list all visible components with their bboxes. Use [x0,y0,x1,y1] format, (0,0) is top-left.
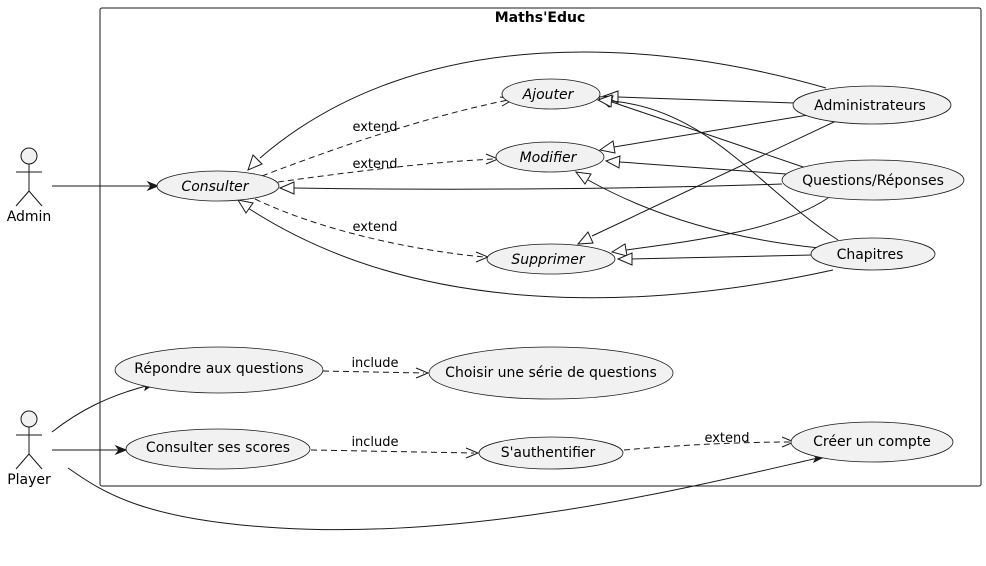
svg-text:S'authentifier: S'authentifier [501,445,596,461]
usecase-questions-reponses: Questions/Réponses [781,159,965,201]
include-repondre-choisir [322,367,430,379]
gen-chapitres-consulter [236,199,834,299]
svg-text:Modifier: Modifier [520,150,578,166]
gen-administrateurs-consulter [247,51,827,171]
gen-questions-consulter [278,181,783,195]
include-label-choisir: include [351,356,398,371]
assoc-player-repondre [51,381,156,433]
actor-admin-label: Admin [7,209,52,225]
usecase-ajouter: Ajouter [501,78,601,110]
svg-text:Répondre aux questions: Répondre aux questions [134,361,303,377]
gen-administrateurs-modifier [598,114,809,154]
svg-text:Ajouter: Ajouter [522,87,575,103]
system-title: Maths'Educ [495,10,586,26]
usecase-authentifier: S'authentifier [478,436,624,470]
gen-questions-modifier [604,155,787,175]
svg-text:Choisir une série de questions: Choisir une série de questions [445,365,657,381]
assoc-admin-consulter [52,180,160,192]
include-label-authentifier: include [351,435,398,450]
usecase-modifier: Modifier [495,141,605,173]
system-boundary [99,7,982,487]
gen-administrateurs-ajouter [602,90,795,104]
usecase-choisir: Choisir une série de questions [428,346,674,400]
extend-label-ajouter: extend [352,120,397,135]
usecase-consulter: Consulter [156,170,280,202]
gen-chapitres-modifier [574,171,821,249]
svg-text:Créer un compte: Créer un compte [813,434,931,450]
gen-administrateurs-supprimer [576,120,837,245]
actor-player [15,410,43,470]
svg-text:Questions/Réponses: Questions/Réponses [802,173,944,189]
usecase-creer-compte: Créer un compte [790,421,954,463]
svg-text:Supprimer: Supprimer [511,252,585,268]
actor-player-label: Player [7,472,51,488]
gen-questions-supprimer [610,197,829,257]
include-scores-authentifier [310,447,480,459]
assoc-player-scores [52,444,128,456]
svg-text:Administrateurs: Administrateurs [814,98,926,114]
gen-chapitres-ajouter [596,94,839,241]
svg-text:Consulter ses scores: Consulter ses scores [146,440,290,456]
gen-chapitres-supprimer [616,252,813,266]
usecase-chapitres: Chapitres [810,237,936,271]
usecase-supprimer: Supprimer [486,243,616,275]
actor-admin [15,147,43,207]
extend-label-creer: extend [704,431,749,446]
gen-questions-ajouter [596,95,813,171]
extend-label-supprimer: extend [352,220,397,235]
usecase-consulter-scores: Consulter ses scores [125,428,311,470]
svg-text:Chapitres: Chapitres [837,247,904,263]
extend-label-modifier: extend [352,157,397,172]
svg-text:Consulter: Consulter [181,179,249,195]
usecase-repondre: Répondre aux questions [114,346,324,394]
usecase-administrateurs: Administrateurs [792,85,952,125]
